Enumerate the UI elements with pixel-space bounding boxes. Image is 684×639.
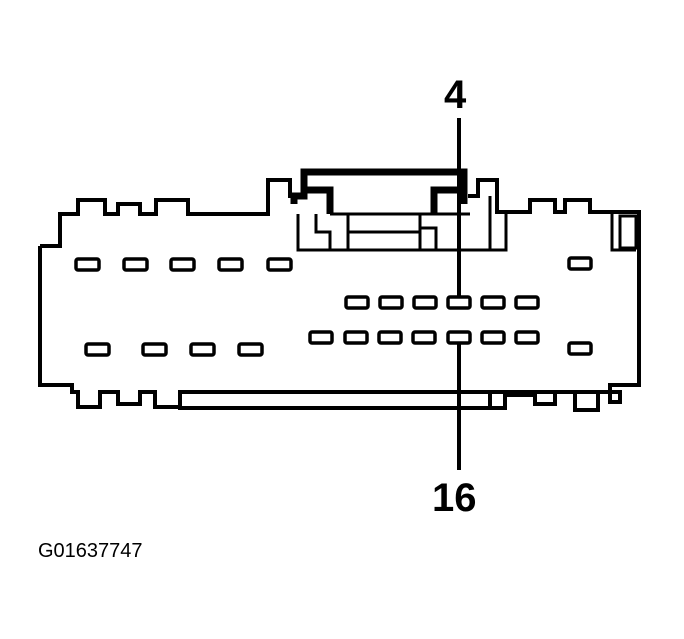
cavities-lower-middle (308, 330, 540, 345)
callout-label-pin-16: 16 (432, 476, 477, 520)
figure-id-caption: G01637747 (38, 540, 143, 562)
cavities-top-left (74, 256, 593, 272)
callout-label-pin-4: 4 (444, 73, 467, 117)
cavities-bottom-left (84, 341, 593, 357)
cavities-upper-middle (344, 295, 540, 310)
connector-body (38, 168, 641, 412)
